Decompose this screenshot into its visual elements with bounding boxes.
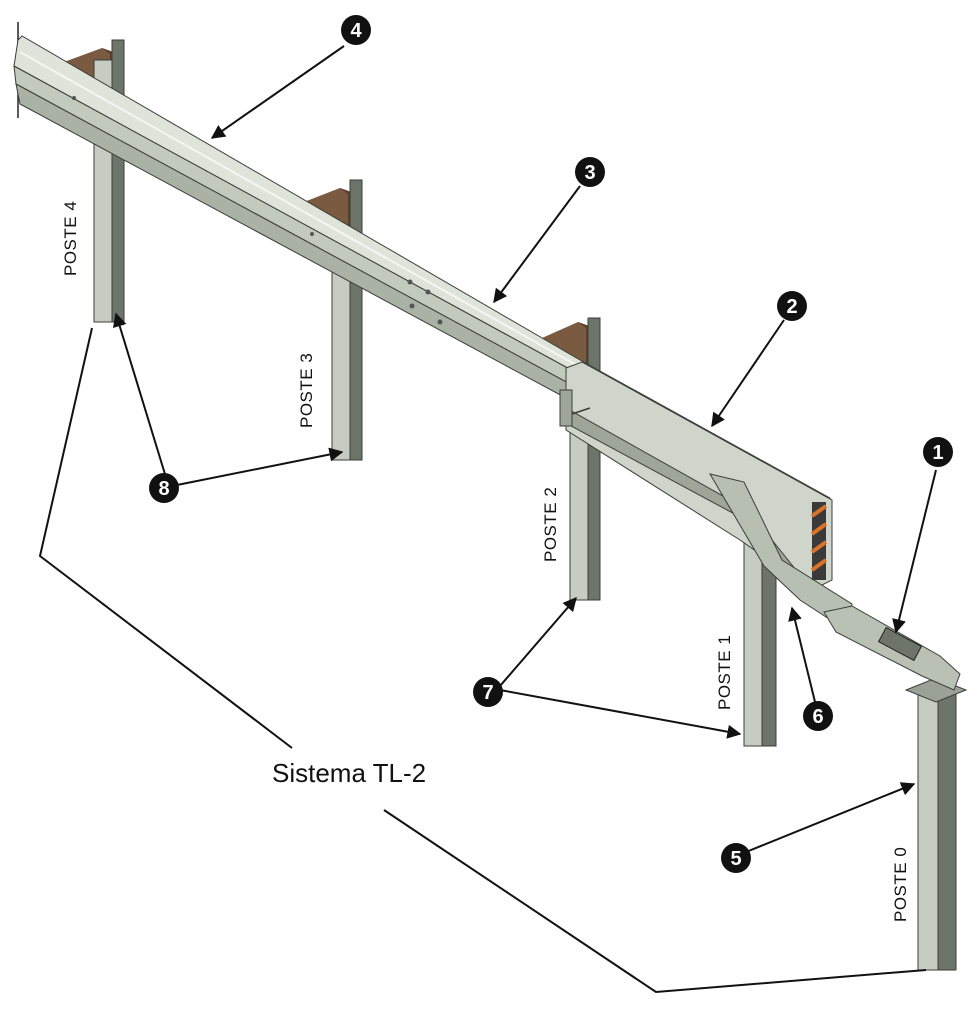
callout-7-number: 7 (482, 682, 493, 704)
callout-8: 8 (149, 473, 179, 503)
callout-5: 5 (721, 843, 751, 873)
reflector-stripe (810, 540, 828, 554)
system-bracket-right (383, 809, 927, 994)
callout-4-number: 4 (350, 20, 362, 42)
post-0 (904, 677, 968, 971)
post-2-label: POSTE 2 (541, 487, 560, 562)
splice-bolt (425, 289, 431, 295)
callout-7-circle (473, 677, 503, 707)
reflector-stripe (810, 558, 828, 572)
leader-5 (745, 782, 916, 853)
callout-2-circle (777, 291, 807, 321)
callout-8-number: 8 (158, 478, 169, 500)
splice-bolt (407, 279, 413, 285)
callout-1: 1 (923, 437, 953, 467)
post-1 (743, 519, 777, 747)
callout-leaders (112, 45, 937, 853)
callout-6-circle (803, 701, 833, 731)
system-bracket (38, 327, 927, 994)
post-0-label: POSTE 0 (891, 847, 910, 922)
reflector-stripe (810, 504, 828, 518)
callout-2: 2 (777, 291, 807, 321)
leader-8a (112, 312, 169, 485)
terminal-head (559, 361, 961, 691)
splice-bolt (437, 319, 443, 325)
system-bracket-left (38, 327, 293, 749)
post-0-web (917, 689, 939, 971)
terminal-channel-box (565, 361, 833, 591)
post-0-flange (937, 689, 957, 971)
anchor-bracket (877, 626, 923, 662)
post-2-bracket (559, 389, 573, 427)
callout-1-number: 1 (932, 442, 943, 464)
callout-3-circle (575, 157, 605, 187)
post-4-label: POSTE 4 (61, 201, 80, 276)
callout-5-number: 5 (730, 848, 741, 870)
rail-highlight (19, 51, 579, 367)
callout-4: 4 (341, 15, 371, 45)
post-2-flange (587, 317, 601, 601)
callout-4-circle (341, 15, 371, 45)
post-3-label: POSTE 3 (297, 353, 316, 428)
callout-1-circle (923, 437, 953, 467)
splice-bolt (310, 232, 314, 236)
leader-7b (499, 689, 742, 739)
post-3-web (331, 249, 351, 461)
callout-2-number: 2 (786, 296, 797, 318)
callout-3: 3 (575, 157, 605, 187)
splice-bolt (72, 96, 76, 100)
leader-2 (711, 319, 785, 428)
post-3-flange (349, 179, 363, 461)
callout-3-number: 3 (584, 162, 595, 184)
leader-8b (171, 447, 344, 487)
callout-8-circle (149, 473, 179, 503)
leader-6 (788, 606, 817, 707)
leader-3 (493, 185, 581, 304)
callout-6-number: 6 (812, 706, 823, 728)
reflector-stripe (810, 522, 828, 536)
callout-5-circle (721, 843, 751, 873)
post-1-label: POSTE 1 (715, 635, 734, 710)
callout-6: 6 (803, 701, 833, 731)
system-label: Sistema TL-2 (272, 758, 426, 788)
leader-7a (499, 596, 577, 687)
callout-7: 7 (473, 677, 503, 707)
leader-1 (892, 469, 937, 634)
leader-4 (210, 45, 345, 139)
post-4-flange (111, 39, 125, 323)
splice-bolt (409, 303, 415, 309)
